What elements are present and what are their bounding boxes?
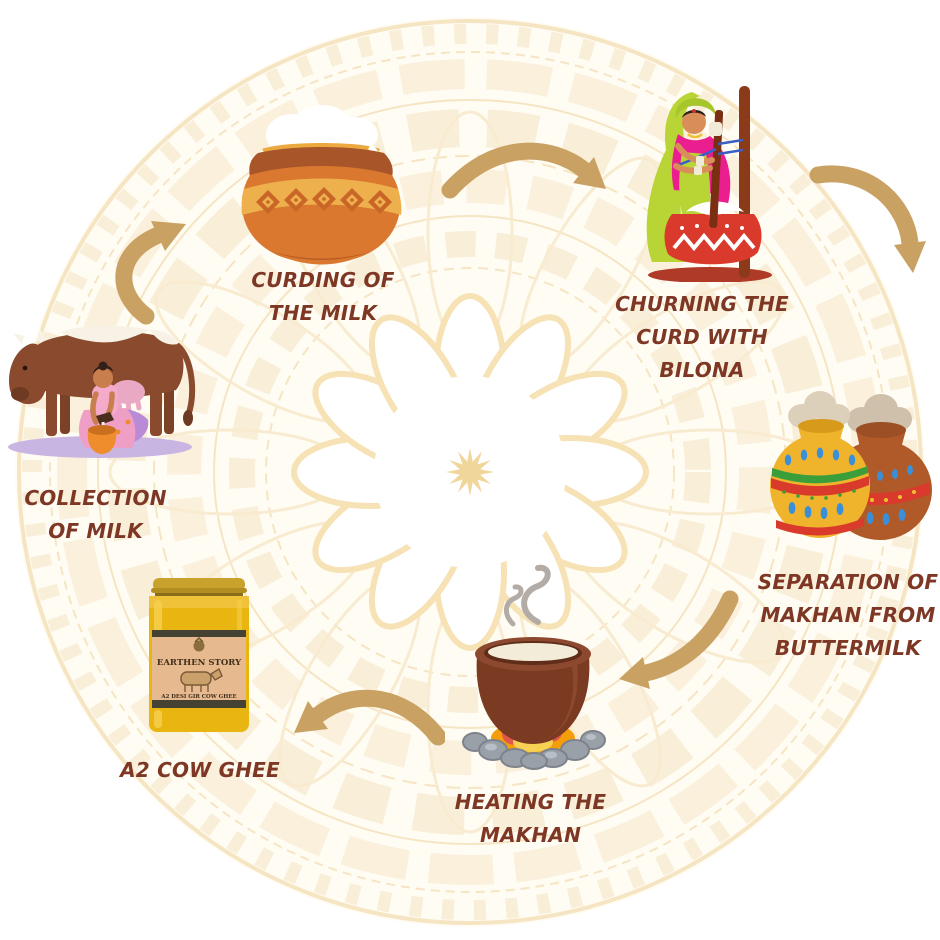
step-label-ghee: A2 COW GHEE <box>120 758 280 782</box>
woman-churning-curd-with-bilona-illustration <box>646 86 772 282</box>
step-label-collection: COLLECTION OF MILK <box>24 486 167 544</box>
arrow-separation-to-heating-icon <box>619 590 739 689</box>
step-label-churning: CHURNING THE CURD WITH BILONA <box>615 292 789 383</box>
ghee-jar-illustration: EARTHEN STORY A2 DESI GIR COW GHEE <box>149 578 249 732</box>
step-label-separation: SEPARATION OF MAKHAN FROM BUTTERMILK <box>757 570 939 661</box>
step-label-curding: CURDING OF THE MILK <box>251 268 395 326</box>
mandala-center-star <box>446 448 494 496</box>
arrow-collection-to-curding-icon <box>115 221 186 325</box>
ghee-jar-brand-text: EARTHEN STORY <box>157 658 242 668</box>
arrow-heating-to-ghee-icon <box>294 689 445 746</box>
two-decorated-pots-with-makhan-illustration <box>770 391 932 540</box>
ghee-jar-subtitle-text: A2 DESI GIR COW GHEE <box>160 694 236 700</box>
arrow-curding-to-churning-icon <box>441 142 606 199</box>
woman-milking-cow-illustration <box>8 325 196 458</box>
arrow-churning-to-separation-icon <box>809 165 926 273</box>
pot-heating-on-fire-illustration <box>462 564 606 770</box>
step-label-heating: HEATING THE MAKHAN <box>454 790 607 848</box>
clay-pot-with-curd-illustration <box>241 105 402 265</box>
ghee-jar-label: EARTHEN STORY A2 DESI GIR COW GHEE <box>152 630 246 708</box>
